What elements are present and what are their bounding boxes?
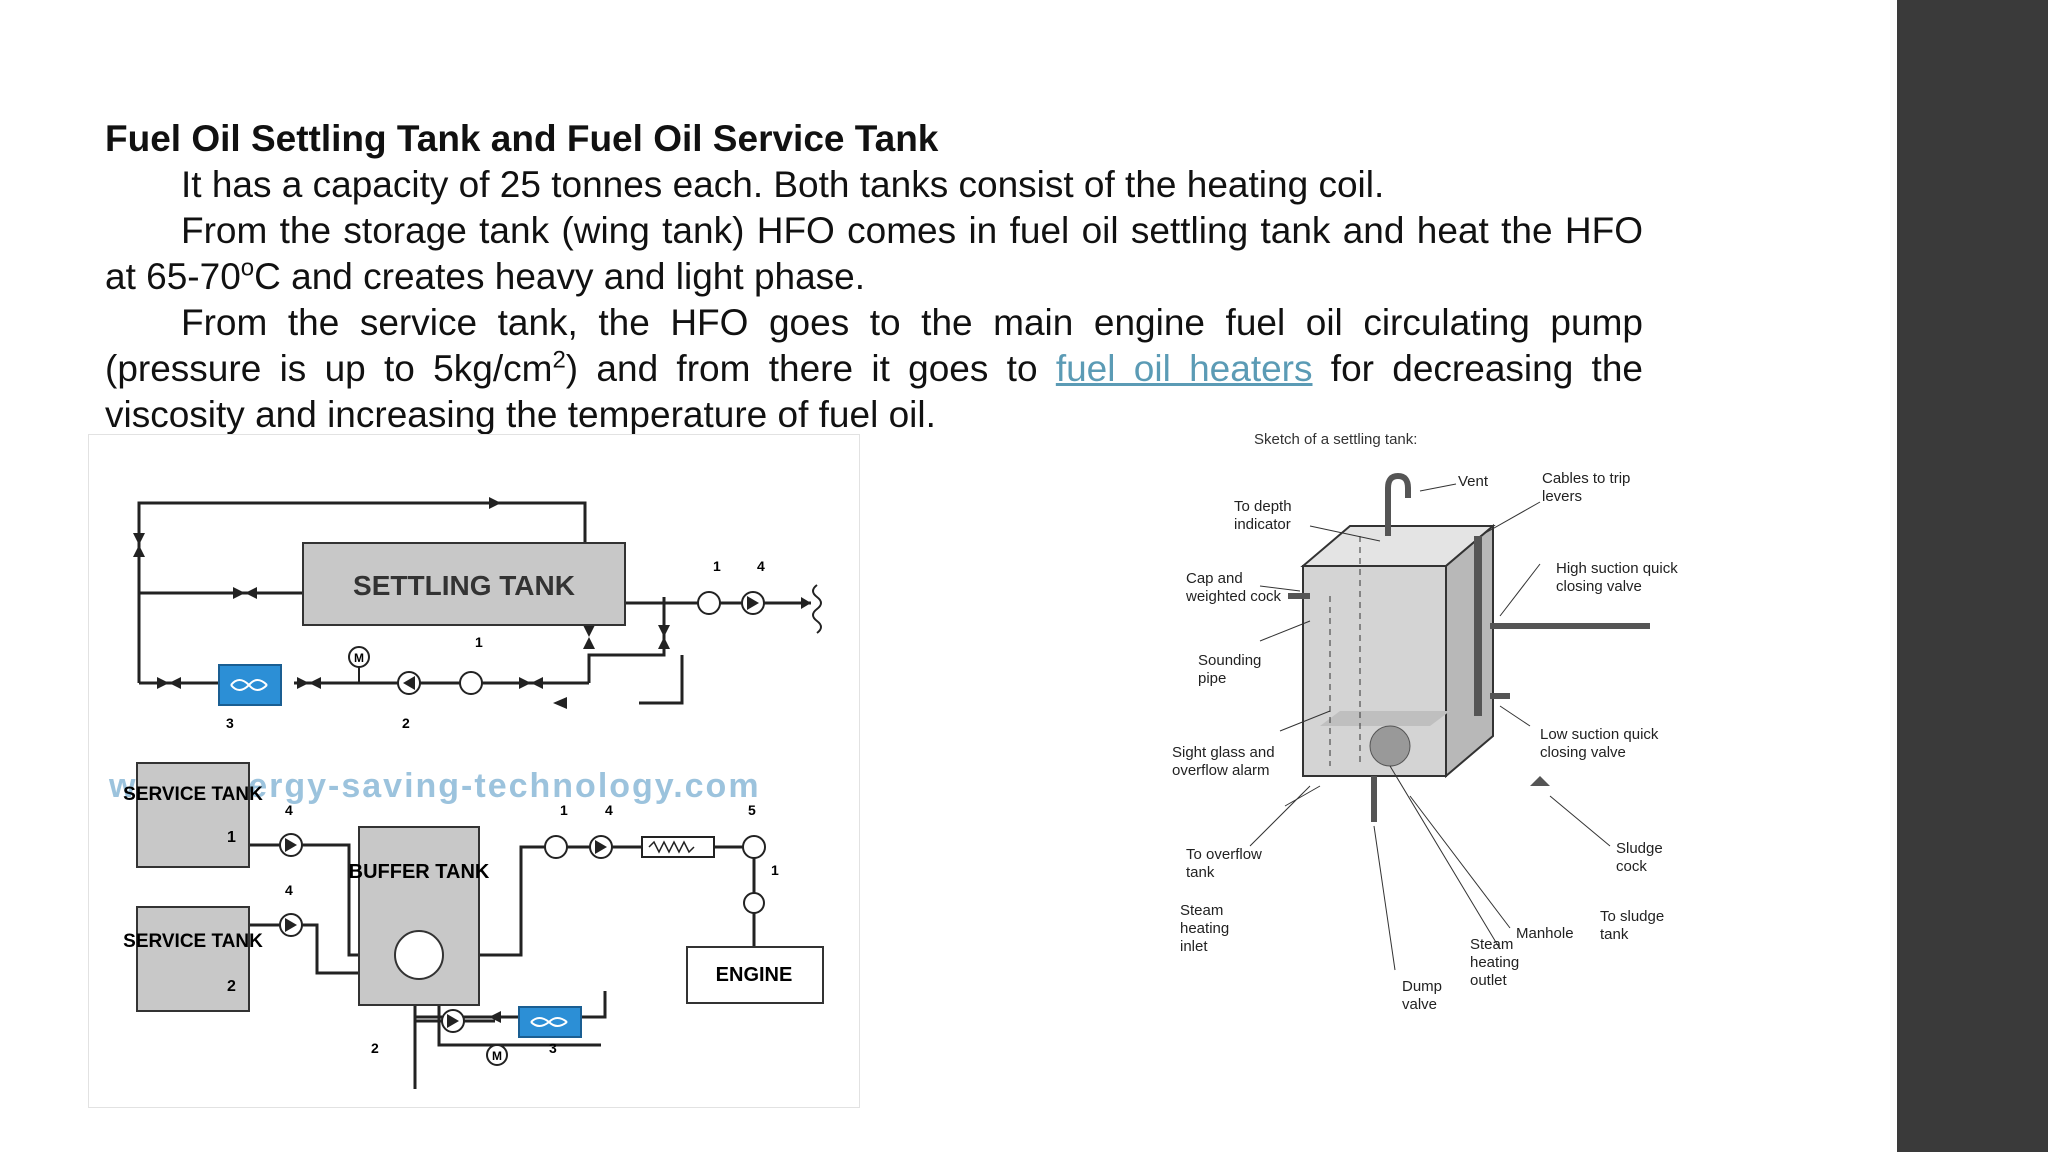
dump-label: Dump valve: [1402, 978, 1443, 1013]
settling-tank-label: SETTLING TANK: [353, 570, 575, 601]
depth-label-box: To depth indicator: [1234, 498, 1292, 533]
paragraph-service-mid: ) and from there it goes to: [565, 348, 1056, 389]
engine-inlet-filter: [743, 892, 765, 914]
sludge-cock-label-box: Sludge cock: [1616, 840, 1663, 875]
sludge-tank-label-box: To sludge tank: [1600, 908, 1665, 943]
bottom-heater-num: 3: [549, 1040, 557, 1056]
steam-outlet-label-box: Steam heating outlet: [1470, 936, 1520, 989]
outlet-filter-num: 1: [713, 558, 721, 574]
sketch-title: Sketch of a settling tank:: [1254, 431, 1417, 448]
paragraph-capacity: It has a capacity of 25 tonnes each. Bot…: [105, 162, 1643, 208]
service-pump-2-num: 4: [285, 882, 293, 898]
engine-box: [686, 946, 824, 1004]
bottom-motor: [486, 1044, 508, 1066]
paragraph-settling-text: From the storage tank (wing tank) HFO co…: [105, 210, 1643, 297]
engine-label: ENGINE: [716, 964, 793, 986]
engine-filter-num: 1: [560, 802, 568, 818]
service-tank-2: [136, 906, 250, 1012]
paragraph-settling: From the storage tank (wing tank) HFO co…: [105, 208, 1643, 300]
depth-label: To depth indicator: [1234, 498, 1292, 533]
steam-outlet-label: Steam heating outlet: [1470, 936, 1520, 989]
low-suction-label-box: Low suction quick closing valve: [1540, 726, 1659, 761]
labels: Vent Cables to trip levers To depth indi…: [1172, 470, 1678, 1013]
sludge-tank-label: To sludge tank: [1600, 908, 1665, 943]
flow-arrows: [489, 497, 811, 1023]
sounding-label: Sounding pipe: [1198, 652, 1262, 687]
slide-title: Fuel Oil Settling Tank and Fuel Oil Serv…: [105, 118, 939, 159]
sludge-cock-label: Sludge cock: [1616, 840, 1663, 875]
paragraph-service: From the service tank, the HFO goes to t…: [105, 300, 1643, 438]
overflow-label: To overflow tank: [1186, 846, 1262, 881]
paragraph-settling-end: C and creates heavy and light phase.: [254, 256, 866, 297]
viscometer-num: 5: [748, 802, 756, 818]
steam-inlet-label-box: Steam heating inlet: [1180, 902, 1230, 955]
top-filter: [459, 671, 483, 695]
settling-tank-sketch: Sketch of a settling tank: Vent Cab: [1150, 426, 1730, 1026]
top-heater-num: 3: [226, 715, 234, 731]
fuel-oil-heaters-link[interactable]: fuel oil heaters: [1055, 348, 1313, 389]
high-suction-label-box: High suction quick closing valve: [1556, 560, 1678, 595]
high-suction-label: High suction quick closing valve: [1556, 560, 1678, 595]
right-sidebar: [1897, 0, 2048, 1152]
cap-label: Cap and weighted cock: [1186, 570, 1282, 605]
settling-tank-svg: Sketch of a settling tank: Vent Cab: [1172, 431, 1678, 1013]
service-tank-2-num: 2: [227, 978, 236, 995]
sight-glass-label-box: Sight glass and overflow alarm: [1172, 744, 1275, 779]
buffer-tank-label: BUFFER TANK: [349, 861, 490, 883]
squared-sup: 2: [552, 346, 566, 374]
dump-label-box: Dump valve: [1402, 978, 1443, 1013]
service-tank-1: [136, 762, 250, 868]
low-suction-label: Low suction quick closing valve: [1540, 726, 1659, 761]
viscosity-heater: [641, 836, 715, 858]
engine-pump-num: 4: [605, 802, 613, 818]
sight-glass-label: Sight glass and overflow alarm: [1172, 744, 1275, 779]
bottom-pump-num: 2: [371, 1040, 379, 1056]
cap-label-box: Cap and weighted cock: [1186, 570, 1282, 605]
manhole-label: Manhole: [1516, 925, 1574, 942]
outlet-pump-num: 4: [757, 558, 765, 574]
tank-body: [1300, 523, 1496, 779]
service-tank-1-num: 1: [227, 829, 236, 846]
top-pump-num: 2: [402, 715, 410, 731]
fuel-system-svg: SETTLING TANK 3 M 2 1 1 4 www.energy-sav…: [108, 497, 824, 1089]
vent-pipe: [1385, 472, 1411, 536]
overflow-label-box: To overflow tank: [1186, 846, 1262, 881]
viscometer: [742, 835, 766, 859]
vent-label: Vent: [1458, 473, 1489, 490]
paragraph-service-text: From the service tank, the HFO goes to t…: [105, 302, 1643, 389]
sounding-label-box: Sounding pipe: [1198, 652, 1262, 687]
paragraph-capacity-text: It has a capacity of 25 tonnes each. Bot…: [181, 164, 1385, 205]
fuel-system-schematic: SETTLING TANK 3 M 2 1 1 4 www.energy-sav…: [88, 434, 860, 1108]
service-tank-1-label: SERVICE TANK: [123, 784, 263, 805]
engine-filter: [544, 835, 568, 859]
outlet-filter: [697, 591, 721, 615]
top-motor-label: M: [354, 651, 364, 665]
valves: [133, 533, 670, 689]
settling-tank: [302, 542, 626, 626]
service-tank-2-label: SERVICE TANK: [123, 931, 263, 952]
service-pump-1-num: 4: [285, 802, 293, 818]
degree-sup: o: [240, 254, 255, 282]
bottom-motor-label: M: [492, 1049, 502, 1063]
steam-inlet-label: Steam heating inlet: [1180, 902, 1230, 955]
leader-lines: [1249, 483, 1611, 971]
buffer-mixer: [394, 930, 444, 980]
top-filter-num: 1: [475, 634, 483, 650]
sludge-cock-icon: [1530, 776, 1550, 786]
cables-label-box: Cables to trip levers: [1542, 470, 1631, 505]
paragraph-service-end: for decreasing the viscosity and increas…: [105, 348, 1643, 435]
engine-inlet-filter-num: 1: [771, 862, 779, 878]
slide-text: Fuel Oil Settling Tank and Fuel Oil Serv…: [105, 116, 1643, 438]
cables-label: Cables to trip levers: [1542, 470, 1631, 505]
